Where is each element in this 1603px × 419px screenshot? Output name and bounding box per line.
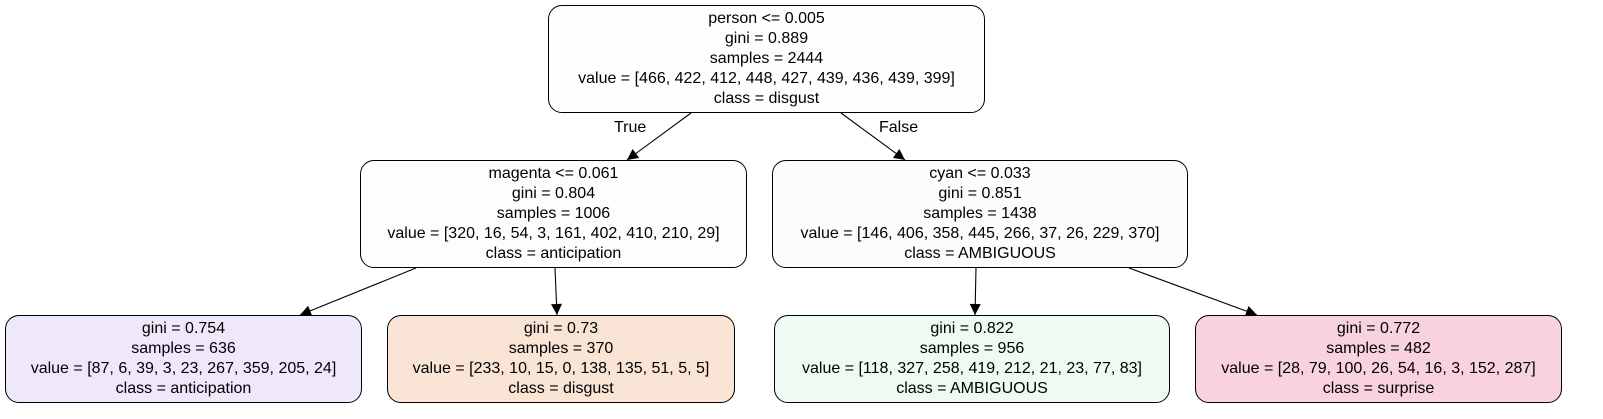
- edge-label-true: True: [614, 119, 647, 136]
- node-samples: samples = 1438: [923, 205, 1037, 222]
- node-class: class = disgust: [713, 90, 820, 107]
- node-samples: samples = 482: [1326, 340, 1431, 357]
- edge-label-false: False: [879, 119, 919, 136]
- node-value: value = [466, 422, 412, 448, 427, 439, 4…: [578, 70, 955, 87]
- node-samples: samples = 956: [919, 340, 1025, 357]
- edge-right-rr: [1128, 267, 1258, 316]
- node-gini: gini = 0.73: [523, 320, 599, 337]
- leaf-node-right-right: gini = 0.772 samples = 482 value = [28, …: [1195, 315, 1562, 403]
- node-value: value = [118, 327, 258, 419, 212, 21, 23…: [802, 360, 1142, 377]
- node-value: value = [233, 10, 15, 0, 138, 135, 51, 5…: [412, 360, 710, 377]
- node-split: cyan <= 0.033: [929, 165, 1031, 182]
- arrowhead-right-rr: [1244, 306, 1257, 317]
- node-class: class = AMBIGUOUS: [896, 380, 1048, 397]
- node-gini: gini = 0.772: [1336, 320, 1421, 337]
- node-value: value = [87, 6, 39, 3, 23, 267, 359, 205…: [30, 360, 337, 377]
- arrowhead-left-lr: [551, 303, 563, 315]
- node-class: class = anticipation: [485, 245, 622, 262]
- node-class: class = anticipation: [115, 380, 252, 397]
- arrowhead-right-rl: [969, 303, 981, 315]
- leaf-node-left-left: gini = 0.754 samples = 636 value = [87, …: [5, 315, 362, 403]
- edge-left-ll: [299, 267, 417, 316]
- node-samples: samples = 370: [508, 340, 614, 357]
- node-gini: gini = 0.804: [511, 185, 596, 202]
- node-gini: gini = 0.754: [141, 320, 226, 337]
- node-samples: samples = 636: [131, 340, 236, 357]
- right-node: cyan <= 0.033 gini = 0.851 samples = 143…: [772, 160, 1188, 268]
- edge-root-right: [840, 112, 906, 161]
- node-value: value = [146, 406, 358, 445, 266, 37, 26…: [800, 225, 1160, 242]
- arrowhead-root-right: [892, 149, 905, 160]
- node-class: class = surprise: [1322, 380, 1435, 397]
- node-gini: gini = 0.851: [938, 185, 1022, 202]
- leaf-node-left-right: gini = 0.73 samples = 370 value = [233, …: [387, 315, 735, 403]
- node-split: magenta <= 0.061: [488, 165, 619, 182]
- node-samples: samples = 2444: [709, 50, 824, 67]
- node-class: class = disgust: [508, 380, 614, 397]
- node-gini: gini = 0.822: [930, 320, 1014, 337]
- arrowhead-left-ll: [300, 305, 313, 316]
- leaf-node-right-left: gini = 0.822 samples = 956 value = [118,…: [774, 315, 1170, 403]
- node-class: class = AMBIGUOUS: [904, 245, 1056, 262]
- left-node: magenta <= 0.061 gini = 0.804 samples = …: [360, 160, 747, 268]
- node-split: person <= 0.005: [708, 10, 825, 27]
- node-value: value = [320, 16, 54, 3, 161, 402, 410, …: [387, 225, 720, 242]
- root-node: person <= 0.005 gini = 0.889 samples = 2…: [548, 5, 985, 113]
- arrowhead-root-left: [627, 149, 640, 160]
- edge-root-left: [626, 112, 692, 161]
- node-value: value = [28, 79, 100, 26, 54, 16, 3, 152…: [1221, 360, 1536, 377]
- node-samples: samples = 1006: [496, 205, 611, 222]
- node-gini: gini = 0.889: [724, 30, 809, 47]
